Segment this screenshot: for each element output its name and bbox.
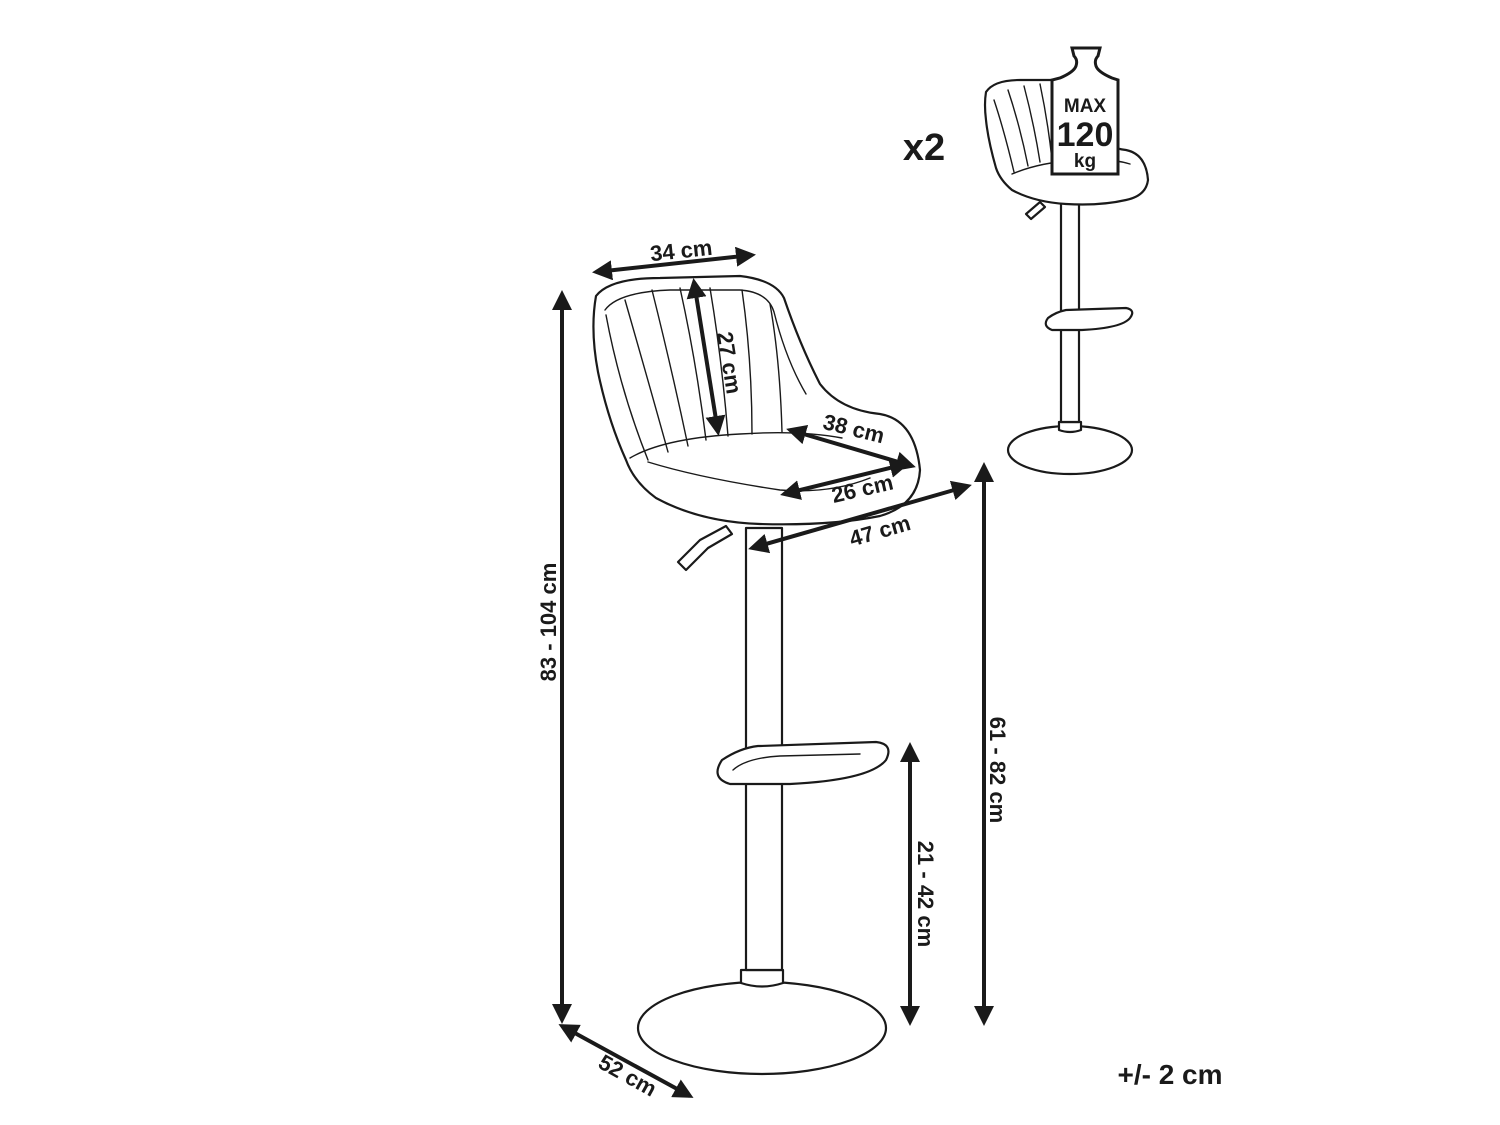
dim-base-diameter-arrow [558,1024,694,1098]
main-stool-base [636,980,888,1076]
max-load-line1: MAX [1064,96,1107,117]
main-stool [592,274,922,1076]
dim-overall-width-arrow [748,480,972,554]
small-stool-footrest [1044,306,1134,332]
tolerance-label: +/- 2 cm [1117,1059,1222,1090]
max-load-line2: 120 [1057,116,1114,154]
weight-shape [1050,46,1120,176]
main-stool-footrest [716,740,890,786]
quantity-label: x2 [903,127,945,169]
dim-backrest-height-arrow [686,278,726,436]
dim-backrest-width-arrow [592,246,756,281]
max-load-line3: kg [1074,151,1096,172]
base-diameter-label: 52 cm [594,1049,661,1101]
seat-height-label: 61 - 82 cm [985,717,1010,823]
small-stool-base [1006,424,1134,476]
main-stool-base-collar [739,968,785,988]
max-load-weight-icon: MAX 120 kg [1050,46,1120,176]
main-stool-gas-lever [676,524,734,572]
dimension-lines [552,246,994,1098]
total-height-label: 83 - 104 cm [536,563,561,682]
footrest-height-label: 21 - 42 cm [913,841,938,947]
